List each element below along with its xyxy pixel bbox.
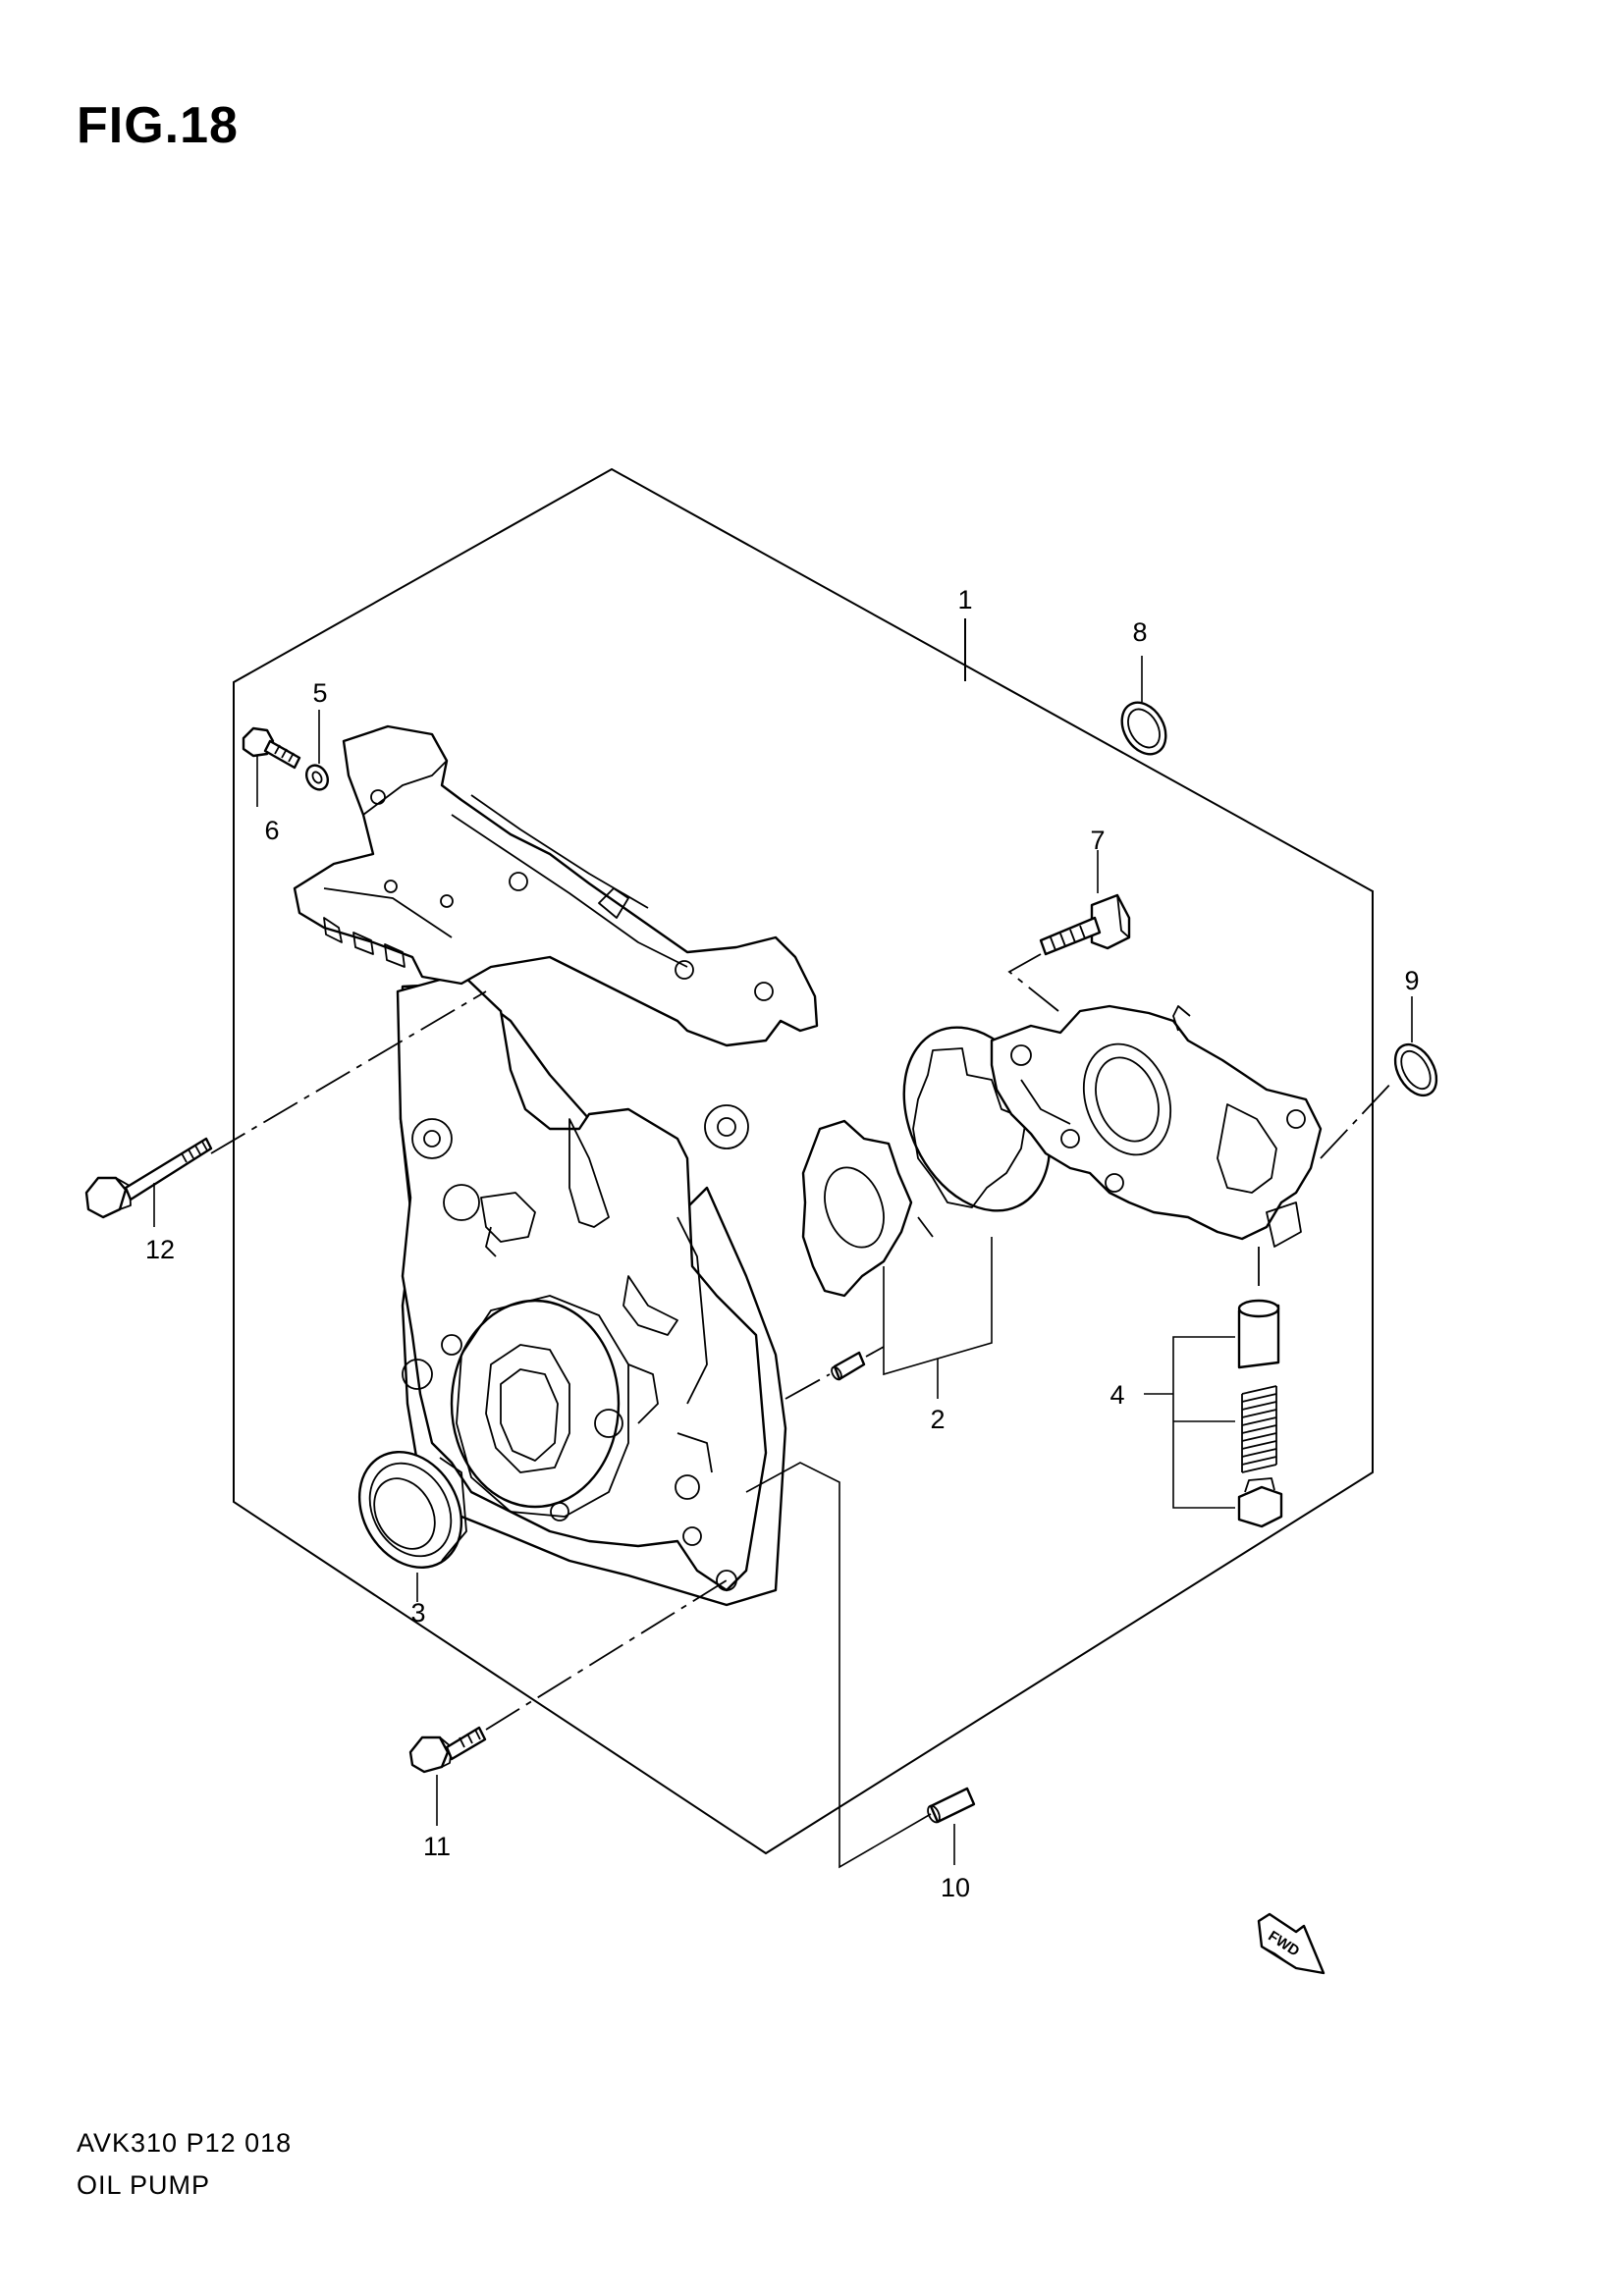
- bolt-part-12: [84, 1137, 213, 1227]
- callout-8: 8: [1132, 617, 1147, 647]
- o-ring-part-9: [1320, 996, 1438, 1159]
- callout-1: 1: [957, 585, 972, 614]
- oil-pump-case-part-1: [293, 724, 819, 1607]
- callout-3: 3: [410, 1598, 425, 1628]
- bolt-part-11: [408, 1579, 728, 1826]
- dowel-pin-part-10: [745, 1462, 976, 1869]
- callout-12: 12: [145, 1235, 175, 1264]
- washer-part-5: [304, 710, 330, 791]
- callout-11: 11: [423, 1832, 451, 1861]
- figure-title: FIG.18: [77, 97, 239, 154]
- bolt-part-6: [242, 726, 301, 807]
- oil-pump-cover: [990, 1004, 1323, 1248]
- callout-2: 2: [930, 1405, 945, 1434]
- o-ring-part-8: [1120, 656, 1167, 756]
- bolt-part-7: [1007, 850, 1131, 1012]
- callout-4: 4: [1109, 1380, 1124, 1410]
- callout-7: 7: [1090, 826, 1105, 855]
- diagram-code: AVK310 P12 018: [77, 2128, 293, 2158]
- oil-seal-part-3: [357, 1450, 467, 1602]
- fwd-arrow-icon: FWD: [1257, 1912, 1325, 1975]
- relief-valve-part-4: [1144, 1247, 1283, 1528]
- callout-10: 10: [941, 1873, 970, 1902]
- bolt-12-centreline: [210, 990, 487, 1154]
- bolt-11-centreline: [485, 1579, 728, 1731]
- diagram-name: OIL PUMP: [77, 2170, 211, 2200]
- callout-9: 9: [1404, 966, 1419, 995]
- callout-5: 5: [312, 678, 327, 708]
- assembly-boundary: [233, 467, 1374, 1855]
- leader-2: [883, 1237, 993, 1376]
- callout-6: 6: [264, 816, 279, 845]
